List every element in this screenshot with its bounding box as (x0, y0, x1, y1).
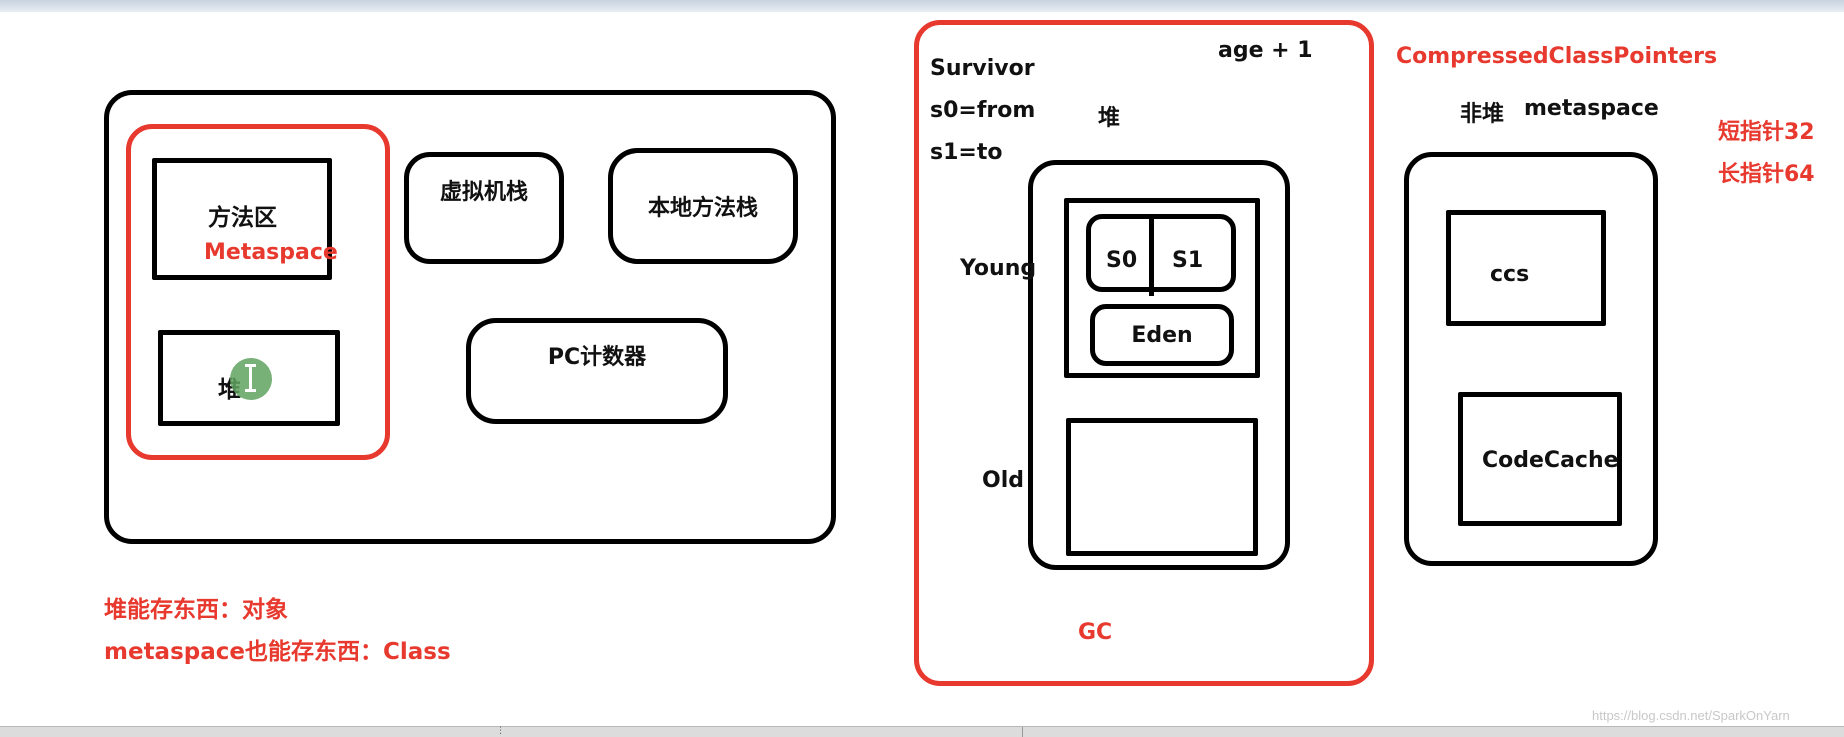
gc-label: GC (1078, 620, 1113, 645)
young-gen-box (1064, 198, 1260, 378)
bottom-scroll-bar[interactable]: ⋮ (0, 726, 1844, 737)
codecache-box (1458, 392, 1622, 526)
highlight-method-area-heap (126, 124, 390, 460)
ccs-box (1446, 210, 1606, 326)
survivor-label: Survivor (930, 56, 1035, 81)
ccs-label: ccs (1490, 262, 1530, 287)
s0-from-label: s0=from (930, 98, 1036, 123)
vm-stack-label: 虚拟机栈 (439, 180, 528, 205)
age-increment-label: age + 1 (1218, 38, 1313, 63)
long-pointer-label: 长指针64 (1718, 162, 1815, 187)
young-gen-label: Young (960, 256, 1037, 281)
vm-stack-box: 虚拟机栈 (404, 152, 564, 264)
heap-title-label: 堆 (1098, 106, 1121, 131)
native-method-stack-box: 本地方法栈 (608, 148, 798, 264)
note-line-1: 堆能存东西：对象 (104, 597, 288, 623)
short-pointer-label: 短指针32 (1718, 120, 1815, 145)
heap-generations-box (1028, 160, 1290, 570)
survivor-spaces-box (1086, 214, 1236, 292)
nonheap-outline (1404, 152, 1658, 566)
heap-panel-outline (914, 20, 1374, 686)
window-top-bar (0, 0, 1844, 12)
method-area-box (152, 158, 332, 280)
s1-to-label: s1=to (930, 140, 1003, 165)
eden-box: Eden (1090, 304, 1234, 366)
jvm-runtime-outline (104, 90, 836, 544)
grip-icon[interactable]: ⋮ (496, 726, 505, 736)
old-gen-box (1066, 418, 1258, 556)
old-gen-label: Old (982, 468, 1024, 493)
pc-counter-box: PC计数器 (466, 318, 728, 424)
note-line-2: metaspace也能存东西：Class (104, 639, 451, 665)
compressed-class-pointers-label: CompressedClassPointers (1396, 44, 1718, 69)
nonheap-metaspace-label: metaspace (1524, 96, 1659, 121)
codecache-label: CodeCache (1482, 448, 1619, 473)
s1-label: S1 (1172, 248, 1204, 273)
ibeam-icon (245, 364, 256, 392)
method-area-label: 方法区 (208, 205, 277, 231)
survivor-divider (1149, 218, 1154, 296)
s0-label: S0 (1106, 248, 1138, 273)
metaspace-label: Metaspace (204, 240, 338, 265)
eden-label: Eden (1131, 322, 1193, 348)
heap-box (158, 330, 340, 426)
pc-counter-label: PC计数器 (547, 345, 647, 370)
watermark: https://blog.csdn.net/SparkOnYarn (1592, 708, 1790, 723)
native-method-stack-label: 本地方法栈 (647, 196, 758, 221)
status-separator (1022, 727, 1023, 737)
nonheap-label: 非堆 (1460, 102, 1505, 127)
